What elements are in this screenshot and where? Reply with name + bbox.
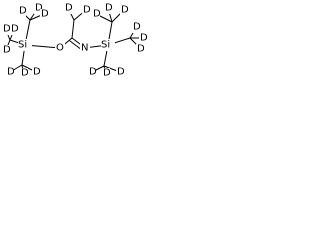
- atom-d-8: D: [20, 68, 29, 79]
- atom-label-d: D: [103, 68, 111, 79]
- atom-label-d: D: [7, 67, 15, 78]
- atom-si-right: Si: [101, 39, 115, 51]
- atom-label-si: Si: [18, 40, 27, 51]
- atom-label-d: D: [89, 67, 97, 78]
- atom-d-20: D: [116, 67, 125, 78]
- atom-d-14: D: [120, 5, 129, 16]
- atom-label-d: D: [140, 33, 148, 44]
- atom-d-6: D: [2, 45, 11, 56]
- atom-d-2: D: [34, 3, 43, 14]
- atom-d-16: D: [139, 33, 148, 44]
- atom-d-19: D: [102, 68, 111, 79]
- atom-d-13: D: [104, 3, 113, 14]
- atom-d-3: D: [40, 9, 49, 20]
- atom-d-1: D: [18, 6, 27, 17]
- atom-label-d: D: [19, 6, 27, 17]
- atom-label-d: D: [105, 3, 113, 14]
- atom-d-9: D: [32, 67, 41, 78]
- atom-label-layer: Si D D D D D D D D D O D D N Si D D D D: [2, 3, 148, 79]
- atom-label-d: D: [65, 3, 73, 14]
- atom-label-d: D: [3, 24, 11, 35]
- atom-d-15: D: [132, 22, 141, 33]
- atom-label-d: D: [41, 9, 49, 20]
- atom-d-4: D: [2, 24, 11, 35]
- atom-label-o: O: [56, 43, 64, 54]
- atom-d-7: D: [6, 67, 15, 78]
- atom-label-si: Si: [101, 40, 110, 51]
- atom-d-18: D: [88, 67, 97, 78]
- chemical-structure-diagram: Si D D D D D D D D D O D D N Si D D D D: [2, 3, 148, 79]
- atom-d-11: D: [82, 5, 91, 16]
- atom-d-5: D: [10, 24, 19, 35]
- atom-label-d: D: [137, 44, 145, 55]
- atom-label-n: N: [81, 43, 88, 54]
- atom-label-d: D: [121, 5, 129, 16]
- atom-label-d: D: [133, 22, 141, 33]
- bond-layer: [5, 7, 143, 76]
- atom-o: O: [55, 42, 65, 54]
- atom-label-d: D: [11, 24, 19, 35]
- atom-d-12: D: [92, 9, 101, 20]
- bond-c-cd3: [71, 19, 75, 39]
- atom-n: N: [80, 42, 90, 54]
- atom-si-left: Si: [18, 39, 32, 51]
- atom-d-17: D: [136, 44, 145, 55]
- atom-label-d: D: [33, 67, 41, 78]
- atom-label-d: D: [3, 45, 11, 56]
- atom-label-d: D: [117, 67, 125, 78]
- atom-d-10: D: [64, 3, 73, 14]
- atom-label-d: D: [83, 5, 91, 16]
- atom-label-d: D: [21, 68, 29, 79]
- atom-label-d: D: [93, 9, 101, 20]
- atom-label-d: D: [35, 3, 43, 14]
